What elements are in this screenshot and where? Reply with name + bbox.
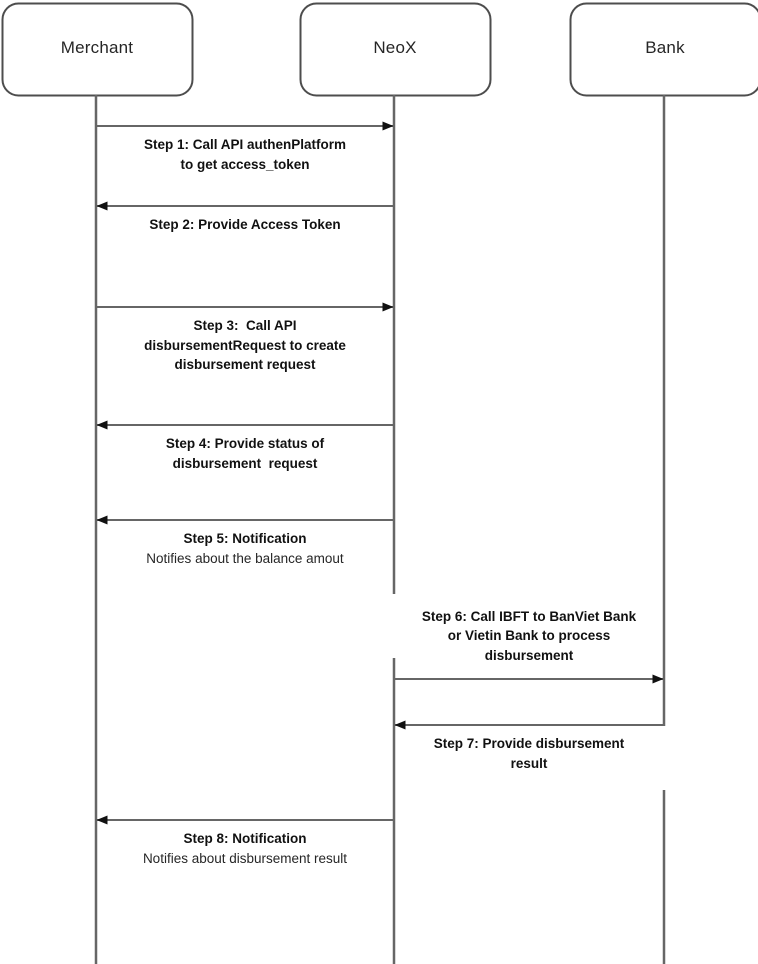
message-label-line: Step 5: Notification (183, 531, 307, 546)
message-label-line: to get access_token (180, 156, 310, 172)
message-label-line: disbursementRequest to create (144, 337, 346, 353)
message-arrow-group (96, 121, 664, 825)
message-label-line: Step 3: Call API (193, 318, 297, 333)
message-label-step6: Step 6: Call IBFT to BanViet Bank or Viet… (390, 607, 668, 666)
message-label-line: Step 2: Provide Access Token (149, 217, 341, 232)
message-label-line: Step 4: Provide status of (165, 436, 325, 451)
message-label-line: disbursement request (174, 357, 316, 373)
actor-box-merchant[interactable] (1, 2, 194, 97)
message-label-line: Step 7: Provide disbursement (433, 736, 625, 751)
message-label-line: Step 8: Notification (183, 831, 307, 846)
message-label-step2: Step 2: Provide Access Token (92, 215, 398, 235)
actor-box-group (1, 2, 758, 97)
message-label-line: Step 6: Call IBFT to BanViet Bank (421, 608, 637, 624)
message-label-line: result (510, 755, 548, 771)
actor-label-bank: Bank (645, 38, 685, 57)
message-label-step7: Step 7: Provide disbursement result (390, 734, 668, 773)
message-label-line: Step 1: Call API authenPlatform (143, 137, 347, 152)
message-label-line: disbursement (484, 647, 574, 663)
message-label-step4: Step 4: Provide status of disbursement re… (92, 434, 398, 473)
message-sublabel-line: Notifies about disbursement result (142, 850, 348, 866)
lifeline-group (94, 95, 666, 964)
actor-label-neox: NeoX (373, 38, 417, 57)
actor-label-merchant: Merchant (60, 38, 134, 57)
message-label-step1: Step 1: Call API authenPlatform to get ac… (92, 135, 398, 174)
actor-box-neox[interactable] (299, 2, 492, 97)
message-label-step3: Step 3: Call API disbursementRequest to c… (92, 316, 398, 375)
message-label-line: or Vietin Bank to process (447, 628, 611, 644)
message-label-line: disbursement request (172, 455, 318, 471)
message-sublabel-line: Notifies about the balance amout (146, 550, 344, 566)
actor-box-bank[interactable] (569, 2, 758, 97)
